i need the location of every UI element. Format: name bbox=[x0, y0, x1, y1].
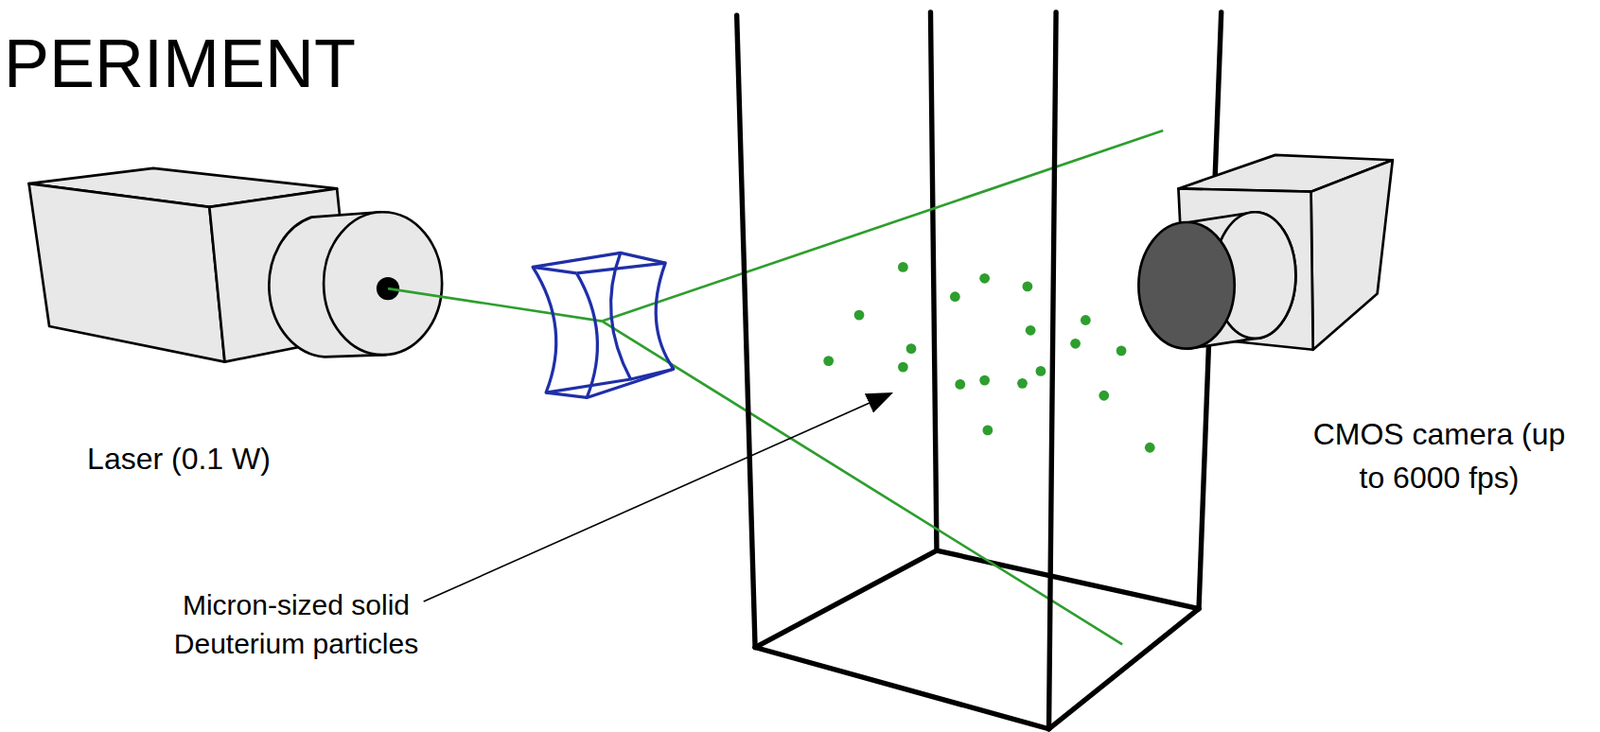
laser-node: Laser (0.1 W) bbox=[36, 437, 321, 481]
laser-beam bbox=[387, 130, 1163, 645]
camera-body bbox=[1138, 155, 1392, 351]
camera-node: CMOS camera (up to 6000 fps) bbox=[1306, 412, 1572, 501]
node-label: Laser (0.1 W) bbox=[87, 437, 271, 481]
laser-body bbox=[29, 168, 443, 363]
leader-arrow bbox=[423, 393, 892, 602]
page-title: PERIMENT bbox=[3, 26, 356, 102]
deuterium-particles bbox=[823, 262, 1155, 454]
concave-lens bbox=[532, 252, 674, 398]
node-label: CMOS camera (up to 6000 fps) bbox=[1306, 412, 1572, 501]
cuvette-front bbox=[737, 12, 1222, 730]
cuvette bbox=[755, 12, 1199, 649]
callout-label: Micron-sized solid Deuterium particles bbox=[144, 586, 448, 664]
